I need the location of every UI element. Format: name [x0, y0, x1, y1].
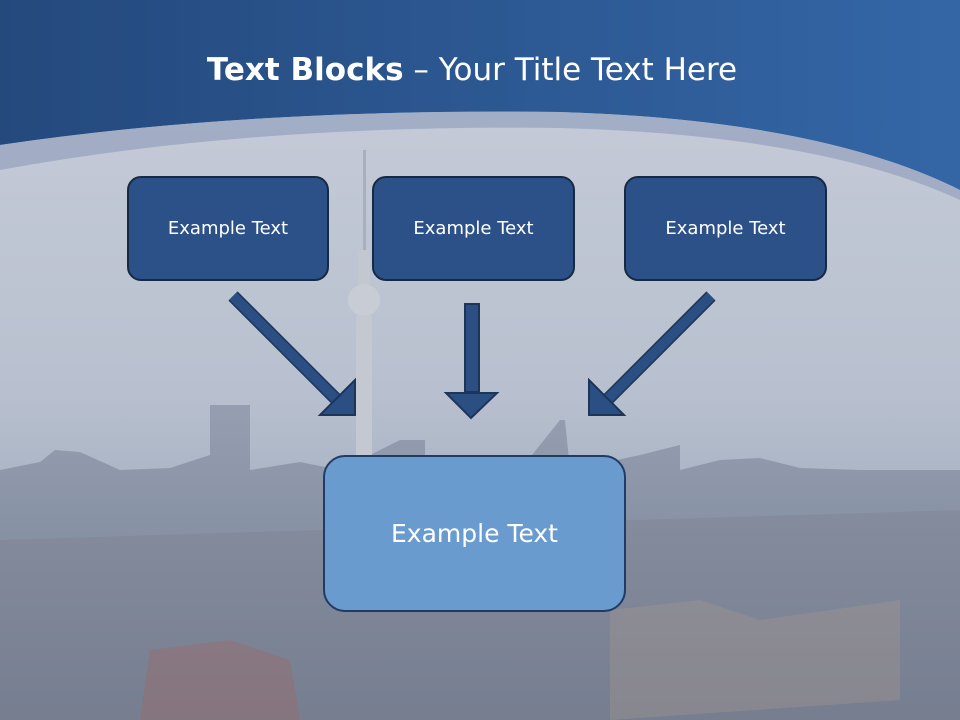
text-block-main-label: Example Text [391, 519, 558, 548]
slide-title: Text Blocks – Your Title Text Here [0, 52, 944, 88]
text-block-label: Example Text [413, 218, 534, 239]
text-block-label: Example Text [167, 218, 289, 239]
text-block-left: Example Text [127, 176, 329, 281]
text-block-label: Example Text [665, 218, 786, 239]
text-block-right: Example Text [624, 176, 827, 281]
title-rest-text: – Your Title Text Here [403, 52, 738, 88]
title-bold-text: Text Blocks [206, 52, 404, 88]
text-block-main: Example Text [323, 455, 626, 612]
text-block-center: Example Text [372, 176, 575, 281]
